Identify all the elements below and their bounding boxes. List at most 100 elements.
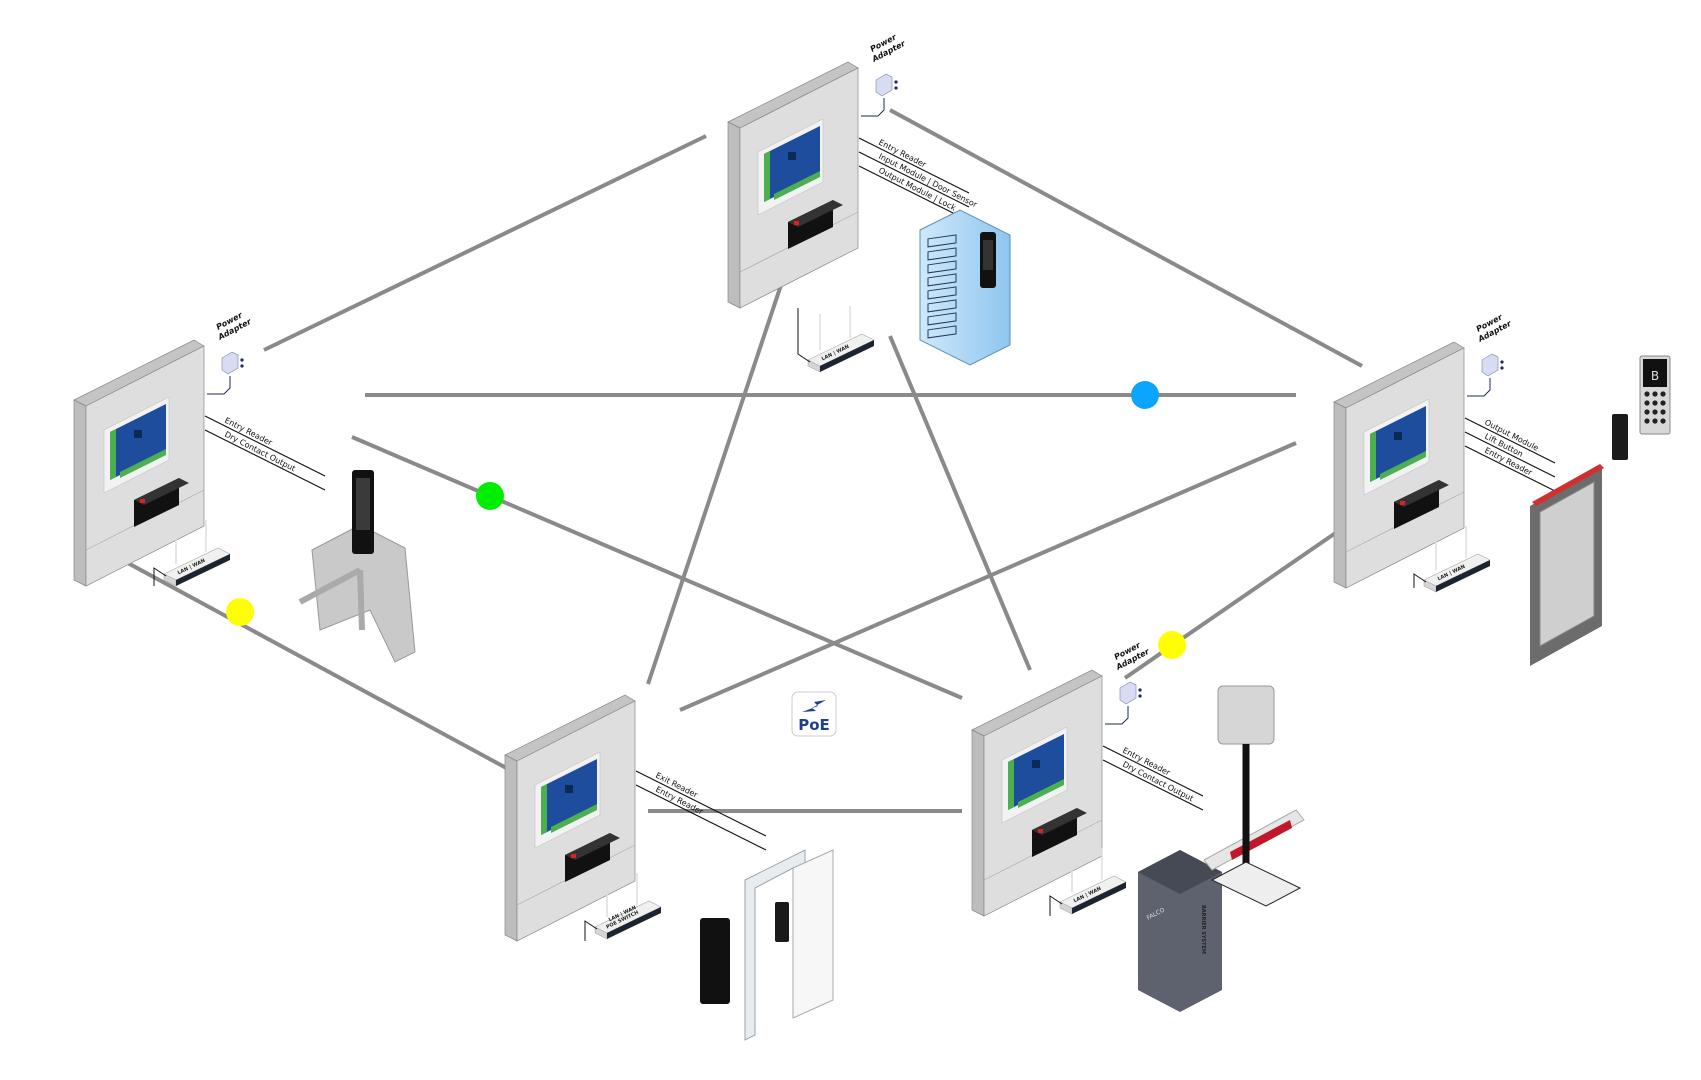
network-link <box>889 108 1363 368</box>
rack-slot <box>927 234 957 248</box>
rack-slot <box>927 299 957 313</box>
face-reader-screen <box>983 240 993 270</box>
cable-line <box>635 784 767 851</box>
cable-line <box>1464 445 1556 492</box>
network-link <box>1123 521 1352 680</box>
keypad-key <box>1644 400 1650 406</box>
power-cable <box>207 376 231 395</box>
network-cable <box>1049 895 1063 916</box>
lightning-icon <box>802 700 826 712</box>
keypad-key <box>1660 391 1666 397</box>
long-range-reader <box>1217 685 1275 745</box>
rack-slot <box>927 286 957 300</box>
keypad-display: B <box>1651 369 1659 383</box>
turnstile-arm <box>298 567 362 605</box>
poe-badge: PoE <box>791 691 837 737</box>
network-link <box>646 275 786 685</box>
keypad-key <box>1652 409 1658 415</box>
green-marker <box>476 482 504 510</box>
face-reader-device <box>700 918 730 1004</box>
keypad-key <box>1644 391 1650 397</box>
face-reader-screen <box>356 478 370 530</box>
elevator <box>1530 464 1604 666</box>
cable-line <box>858 151 970 208</box>
cable-line <box>635 770 767 837</box>
exit-reader-device <box>775 902 789 942</box>
rack-slot <box>927 273 957 287</box>
network-link <box>351 435 963 700</box>
control-cabinet[interactable] <box>73 339 205 587</box>
network-cable <box>153 567 167 586</box>
rack-slot <box>927 260 957 274</box>
router[interactable]: LAN | WAN <box>807 305 875 373</box>
elevator-door <box>1539 481 1595 647</box>
power-adapter-icon <box>1481 353 1505 377</box>
control-cabinet[interactable] <box>727 61 859 309</box>
door <box>744 849 834 1041</box>
control-cabinet[interactable] <box>971 669 1103 917</box>
cable-line <box>1464 431 1556 478</box>
cable-line <box>858 137 970 194</box>
link-markers <box>226 381 1186 659</box>
keypad-screen <box>1643 359 1667 387</box>
power-adapter-icon <box>875 73 899 97</box>
keypad-key <box>1660 418 1666 424</box>
cable-line <box>1102 745 1204 797</box>
keypad-key <box>1644 418 1650 424</box>
lift-keypad: B <box>1639 355 1671 435</box>
keypad-key <box>1644 409 1650 415</box>
entry-reader-device <box>1612 414 1628 460</box>
network-cable <box>797 308 811 363</box>
power-adapter-icon <box>1119 681 1143 705</box>
rack-slot <box>927 312 957 326</box>
cable-line <box>204 429 326 491</box>
door-leaf <box>792 849 834 1019</box>
network-links <box>77 108 1363 813</box>
barrier-cabinet <box>1138 850 1222 1012</box>
keypad-key <box>1652 418 1658 424</box>
router-icon <box>807 305 875 373</box>
power-cable <box>1105 706 1129 725</box>
keypad-key <box>1660 409 1666 415</box>
yellow-marker-right <box>1158 631 1186 659</box>
network-cable <box>1413 573 1427 588</box>
elevator-indicator <box>1532 464 1604 506</box>
control-cabinet[interactable] <box>1333 341 1465 589</box>
barrier-top <box>1138 850 1222 894</box>
poe-badge-frame <box>791 691 837 737</box>
blue-marker <box>1131 381 1159 409</box>
cable-line <box>1464 417 1556 464</box>
server-rack-body <box>919 209 1011 366</box>
network-link <box>263 134 707 352</box>
yellow-marker-left <box>226 598 254 626</box>
barrier-label: BARRIER SYSTEM <box>1200 905 1206 954</box>
cable-line <box>1102 759 1204 811</box>
network-link <box>679 441 1297 712</box>
power-cable <box>861 98 885 117</box>
power-adapter-icon <box>221 351 245 375</box>
poe-badge-label: PoE <box>798 716 830 734</box>
network-link <box>77 534 511 772</box>
keypad-key <box>1652 400 1658 406</box>
server-rack <box>919 209 1011 366</box>
turnstile-arm <box>357 569 365 631</box>
reader-pole-base <box>1210 861 1302 907</box>
control-cabinet[interactable] <box>504 694 636 942</box>
tripod-turnstile <box>298 470 416 663</box>
rack-slot <box>927 247 957 261</box>
rack-slot <box>927 325 957 339</box>
keypad-key <box>1652 391 1658 397</box>
network-link <box>888 335 1032 671</box>
power-cable <box>1467 378 1491 397</box>
network-cable <box>584 920 598 941</box>
keypad-key <box>1660 400 1666 406</box>
cable-line <box>204 415 326 477</box>
barrier-arm-stripe <box>1230 820 1292 860</box>
